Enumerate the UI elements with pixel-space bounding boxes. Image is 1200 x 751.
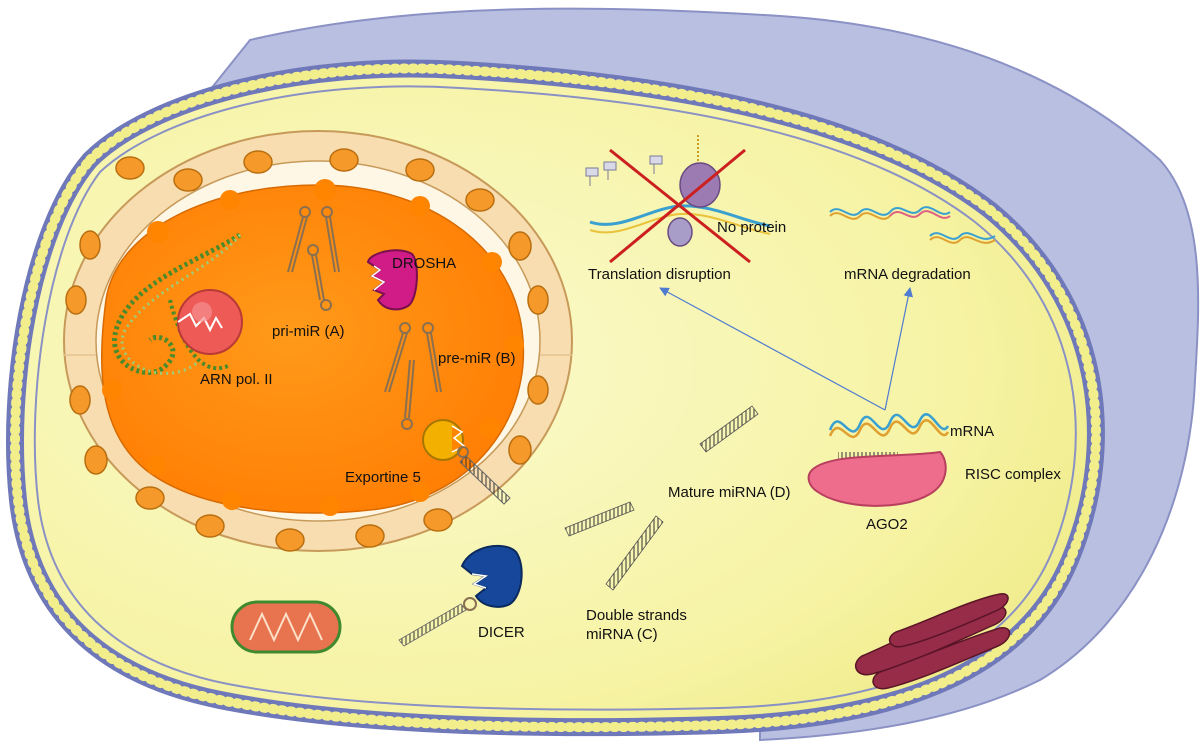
label-dicer: DICER <box>478 624 525 641</box>
label-pre-mir: pre-miR (B) <box>438 350 516 367</box>
label-pri-mir: pri-miR (A) <box>272 323 345 340</box>
trna-icons <box>585 155 663 186</box>
mitochondrion-icon <box>230 600 342 654</box>
label-double-strands: Double strands <box>586 607 687 624</box>
membrane-beads <box>10 63 1101 733</box>
arrow-to-degradation <box>884 287 913 411</box>
duplex-rna-icon <box>605 515 664 591</box>
mrna-strand-icon <box>828 413 950 439</box>
nucleoplasm <box>100 184 525 514</box>
pre-mirna-hairpins <box>384 322 442 430</box>
translation-disruption-illustration <box>585 135 771 264</box>
cross-line <box>609 148 746 264</box>
cross-line <box>609 148 751 264</box>
endoplasmic-reticulum-icon <box>854 593 1011 690</box>
label-exportine: Exportine 5 <box>345 469 421 486</box>
label-translation-disruption: Translation disruption <box>588 266 731 283</box>
hairpin-rna-icon <box>287 206 340 311</box>
label-mrna: mRNA <box>950 423 994 440</box>
duplex-rna-icon <box>564 501 635 537</box>
label-arn-pol: ARN pol. II <box>200 371 273 388</box>
label-mature-mirna: Mature miRNA (D) <box>668 484 791 501</box>
mrna-degradation-illustration <box>829 206 996 244</box>
dna-helix-icon <box>112 232 242 376</box>
label-double-strands-2: miRNA (C) <box>586 626 658 643</box>
label-ago2: AGO2 <box>866 516 908 533</box>
nucleoplasm-bulges <box>102 179 524 516</box>
nuclear-pores <box>65 148 549 552</box>
label-no-protein: No protein <box>717 219 786 236</box>
label-mrna-degradation: mRNA degradation <box>844 266 971 283</box>
exportine-5 <box>422 419 511 505</box>
rna-polymerase-ii <box>177 289 243 355</box>
dicer-enzyme <box>398 544 523 647</box>
arrow-to-translation <box>659 287 886 411</box>
label-risc-complex: RISC complex <box>965 466 1061 483</box>
mature-mirna-duplex <box>699 405 759 453</box>
drosha-enzyme <box>366 249 418 311</box>
label-drosha: DROSHA <box>392 255 456 272</box>
ago2-protein <box>807 450 947 507</box>
